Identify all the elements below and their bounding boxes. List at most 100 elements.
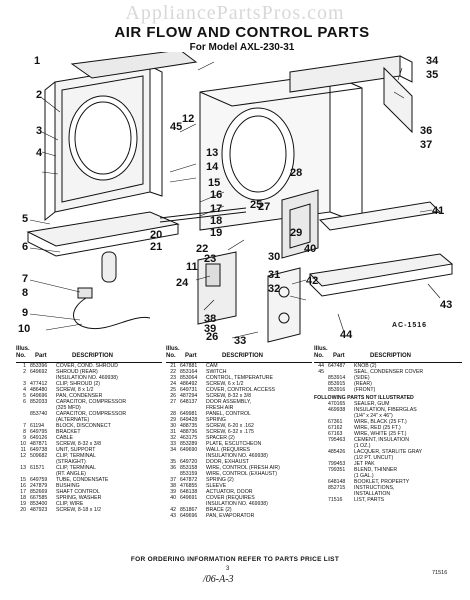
part-number: 853914 [328, 375, 346, 381]
table-row: (ALTERNATE) [16, 417, 162, 423]
callout-30: 30 [268, 251, 280, 263]
part-description: (1 OZ.) [354, 443, 371, 449]
callout-44: 44 [340, 329, 353, 341]
header-description: DESCRIPTION [72, 353, 114, 359]
callout-2: 2 [36, 89, 42, 101]
header-illus: Illus. [16, 346, 30, 352]
illus-number: 8 [23, 429, 26, 435]
part-number: 61571 [30, 465, 45, 471]
table-row: INSULATION NO. 469938) [166, 501, 312, 507]
illus-number: 28 [170, 411, 176, 417]
table-row: INSTALLATION [314, 491, 462, 497]
callout-12: 12 [182, 113, 194, 125]
part-number: 647881 [180, 363, 198, 369]
illus-number: 18 [20, 495, 26, 501]
part-description: SPACER (2) [206, 435, 235, 441]
part-number: 852033 [30, 399, 48, 405]
callout-16: 16 [210, 189, 222, 201]
part-number: 463175 [180, 435, 198, 441]
part-number: 667585 [30, 495, 48, 501]
callout-27: 27 [258, 201, 270, 213]
callout-26: 26 [206, 331, 218, 343]
part-description: SEALER, GUM [354, 401, 390, 407]
table-row: 853915(REAR) [314, 381, 462, 387]
part-description: INSULATION NO. 469938) [206, 453, 268, 459]
part-description: LACQUER, STARLITE GRAY [354, 449, 423, 455]
part-number: 853740 [30, 411, 48, 417]
part-number: 487871 [30, 441, 48, 447]
page-title: AIR FLOW AND CONTROL PARTS [114, 24, 370, 41]
illus-number: 40 [170, 495, 176, 501]
callout-23: 23 [204, 253, 216, 265]
illus-number: 27 [170, 399, 176, 405]
condenser-shroud [44, 65, 163, 222]
table-row: FRESH AIR [166, 405, 312, 411]
callout-39: 39 [204, 323, 216, 335]
table-row: INSULATION NO. 469938) [166, 453, 312, 459]
callout-14: 14 [206, 161, 219, 173]
illus-number: 26 [170, 393, 176, 399]
part-number: 852669 [30, 489, 48, 495]
callout-32: 32 [268, 283, 280, 295]
callout-8: 8 [22, 287, 28, 299]
part-description: FRESH AIR [206, 405, 234, 411]
part-number: 853159 [180, 471, 198, 477]
part-description: WIRE, CONTROL (FRESH AIR) [206, 465, 280, 471]
illus-number: 25 [170, 387, 176, 393]
illus-number: 45 [318, 369, 324, 375]
part-description: CAPACITOR, COMPRESSOR [56, 411, 127, 417]
illus-number: 32 [170, 435, 176, 441]
illus-number: 1 [23, 363, 26, 369]
illus-number: 38 [170, 483, 176, 489]
not-illustrated-heading: FOLLOWING PARTS NOT ILLUSTRATED [314, 395, 414, 401]
illus-number: 19 [20, 501, 26, 507]
part-description: PLATE, ESCUTCHEON [206, 441, 262, 447]
illus-number: 23 [170, 375, 176, 381]
illus-number: 37 [170, 477, 176, 483]
part-description: SEAL, CONDENSER COVER [354, 369, 424, 375]
part-description: UNIT, SUPPORT [56, 447, 96, 453]
table-row: (RT. ANGLE) [16, 471, 162, 477]
callout-20: 20 [150, 229, 162, 241]
part-description: SCREW, 8 x 1/2 [56, 387, 94, 393]
part-number: 647487 [328, 363, 346, 369]
evaporator-pan [308, 201, 454, 297]
part-number: 648137 [180, 399, 198, 405]
part-number: 71516 [328, 497, 343, 503]
part-number: 67163 [328, 431, 343, 437]
part-description: CLIP, SHROUD (2) [56, 381, 101, 387]
fresh-air-door [281, 189, 319, 259]
part-number: 476855 [180, 483, 198, 489]
watermark: AppliancePartsPros.com [125, 2, 345, 24]
callout-5: 5 [22, 213, 28, 225]
part-description: COVER, COND. SHROUD [56, 363, 118, 369]
part-description: DOOR ASSEMBLY, [206, 399, 252, 405]
table-row: (1/2 PT. UNCUT) [314, 455, 462, 461]
part-description: SLEEVE [206, 483, 227, 489]
part-number: 799453 [328, 461, 346, 467]
part-description: WIRE, WHITE (25 FT.) [354, 431, 407, 437]
part-description: BUSHING [56, 483, 80, 489]
illus-number: 43 [170, 513, 176, 519]
part-number: 853164 [180, 369, 198, 375]
part-number: 67162 [328, 425, 343, 431]
callout-43: 43 [440, 299, 452, 311]
part-description: JET PAK [354, 461, 375, 467]
header-part: Part [333, 353, 345, 359]
part-description: SCREW, 6-32 x .175 [206, 429, 254, 435]
